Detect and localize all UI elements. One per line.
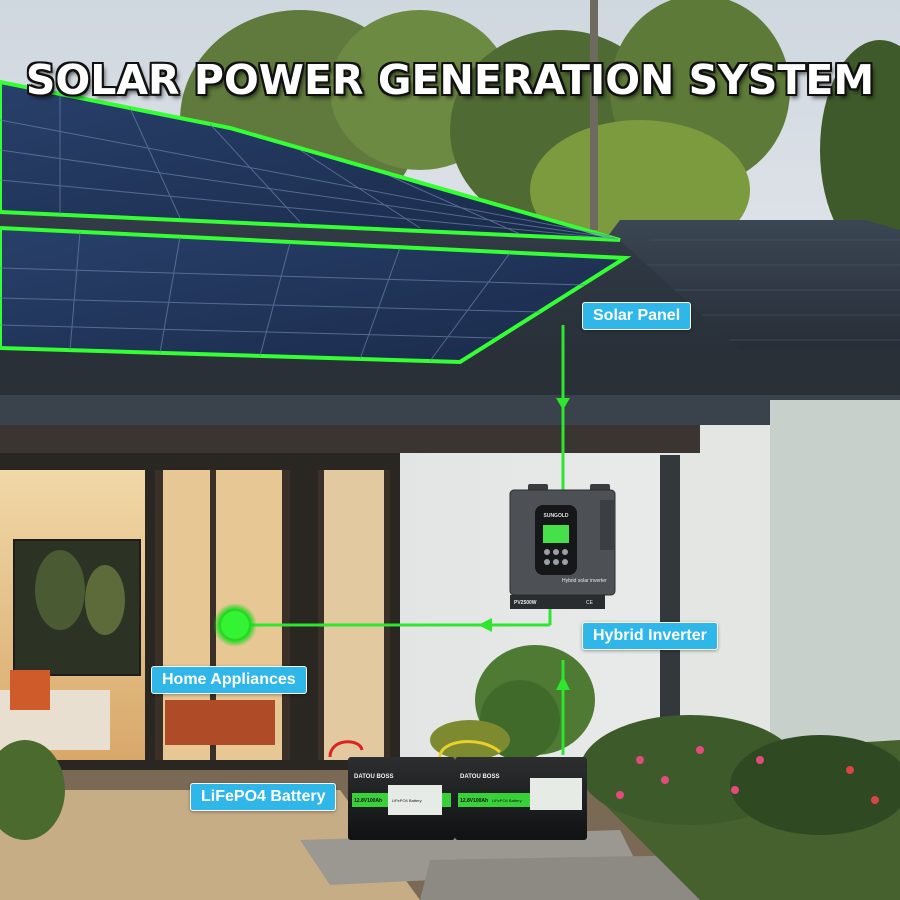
energy-flow-lines — [245, 325, 565, 755]
inverter-name: Hybrid solar inverter — [562, 578, 607, 584]
inverter-model: PV2500W — [514, 600, 537, 606]
solar-panel-array-lower — [0, 225, 632, 365]
battery-spec: 12.8V100Ah — [460, 798, 488, 804]
battery-spec: 12.8V100Ah — [354, 798, 382, 804]
battery-bank: DATOU BOSS 12.8V100Ah LiFePO4 Battery DA… — [328, 740, 587, 840]
hybrid-inverter-label: Hybrid Inverter — [582, 622, 718, 650]
home-appliances-label: Home Appliances — [151, 666, 307, 694]
arrow-down-icon — [556, 398, 570, 410]
page-title: SOLAR POWER GENERATION SYSTEM — [25, 56, 875, 104]
battery-unit: DATOU BOSS 12.8V100Ah LiFePO4 Battery — [455, 757, 587, 840]
hybrid-inverter-device: SUNGOLD Hybrid solar inverter PV2500W CE — [509, 484, 616, 609]
battery-type: LiFePO4 Battery — [492, 798, 522, 803]
battery-type: LiFePO4 Battery — [392, 798, 422, 803]
inverter-brand: SUNGOLD — [544, 513, 569, 519]
battery-label: LiFePO4 Battery — [190, 783, 337, 811]
right-wall — [770, 400, 900, 770]
battery-brand: DATOU BOSS — [460, 774, 499, 780]
solar-panel-array-upper — [0, 79, 621, 242]
inverter-certification: CE — [586, 600, 594, 606]
battery-brand: DATOU BOSS — [354, 774, 393, 780]
battery-unit: DATOU BOSS 12.8V100Ah LiFePO4 Battery — [348, 757, 455, 840]
appliance-dot-icon — [221, 611, 249, 639]
arrow-left-icon — [478, 618, 492, 632]
solar-panel-label: Solar Panel — [582, 302, 692, 330]
arrow-up-icon — [556, 676, 570, 690]
porch-beam — [0, 425, 700, 453]
living-room-windows — [0, 455, 680, 760]
garden-plants — [0, 645, 900, 840]
